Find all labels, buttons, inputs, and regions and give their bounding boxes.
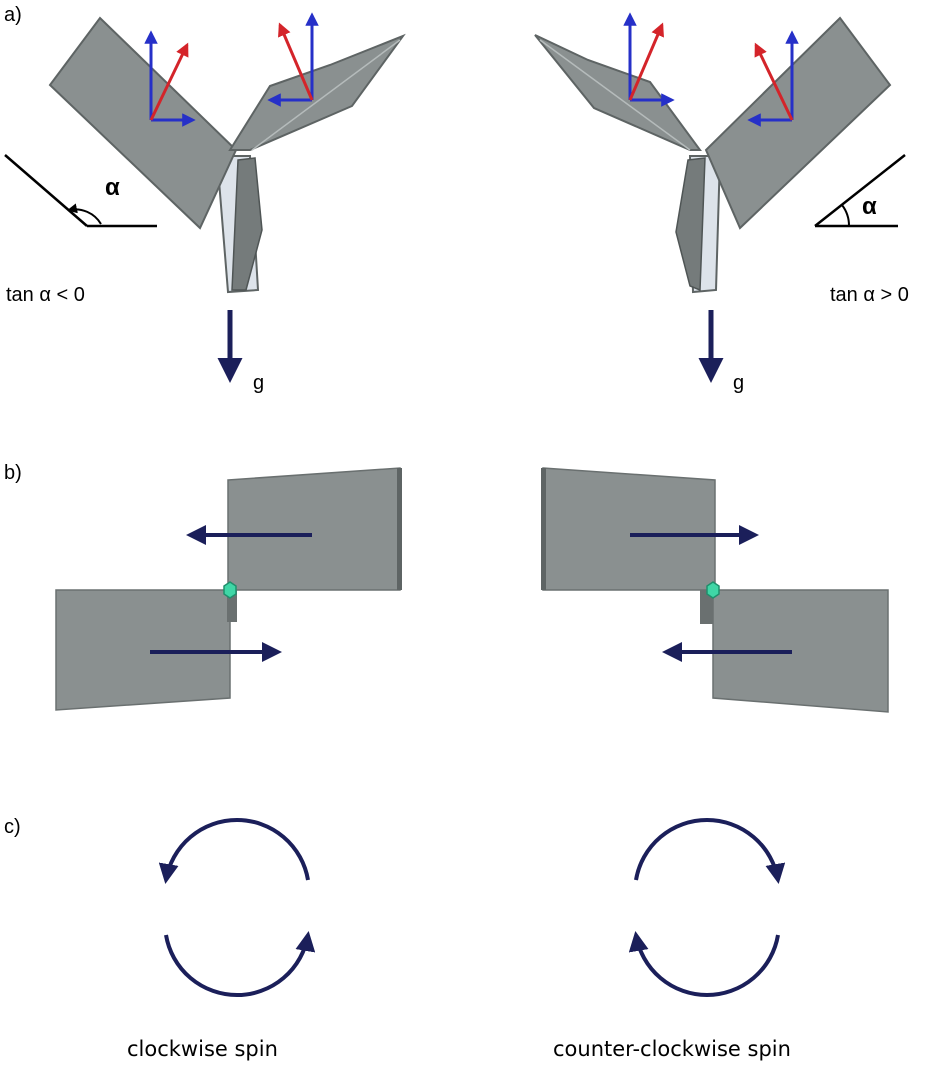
wing-right — [228, 33, 406, 151]
spin-arc-lower — [628, 931, 780, 997]
seed-stem-shadow — [675, 157, 706, 292]
force-vectors-right-wing — [267, 12, 319, 107]
force-vectors-right-wing — [747, 30, 799, 127]
force-vectors-left-wing — [623, 12, 675, 107]
gravity-left: g — [217, 310, 264, 394]
caption-counter-clockwise: counter-clockwise spin — [553, 1037, 791, 1061]
incline-line — [814, 154, 906, 227]
counter-clockwise-spin-arrows — [628, 818, 786, 997]
wing-left — [48, 16, 238, 230]
gravity-label: g — [733, 372, 744, 394]
angle-sketch-left: α — [4, 154, 157, 228]
angle-arc — [67, 203, 102, 225]
top-view-left — [55, 467, 402, 711]
spin-arc-lower — [164, 931, 316, 997]
hub — [700, 590, 713, 624]
top-view-right — [541, 467, 889, 713]
condition-right: tan α > 0 — [830, 284, 909, 306]
panel-a-label: a) — [4, 4, 22, 26]
panel-c-label: c) — [4, 816, 21, 838]
wing-left-fold — [539, 39, 691, 151]
seed-stem-shadow — [231, 157, 263, 291]
spin-arc-upper — [634, 818, 786, 884]
gravity-label: g — [253, 372, 264, 394]
pivot-point — [706, 581, 720, 599]
hub — [227, 590, 237, 622]
seed-left-3d — [48, 16, 406, 294]
vector-red — [628, 22, 664, 101]
clockwise-spin-arrows — [158, 818, 316, 997]
angle-arc — [841, 204, 851, 227]
caption-clockwise: clockwise spin — [127, 1037, 278, 1061]
vector-red — [149, 42, 189, 121]
blade-upper-edge — [397, 468, 402, 590]
wing-right-fold — [251, 39, 401, 151]
panel-b-label: b) — [4, 462, 22, 484]
blade-upper — [542, 467, 716, 591]
blade-lower — [712, 589, 889, 713]
condition-left: tan α < 0 — [6, 284, 85, 306]
seed-right-3d — [534, 16, 892, 294]
gravity-right: g — [698, 310, 744, 394]
spin-arc-upper — [158, 818, 310, 884]
force-vectors-left-wing — [144, 30, 196, 127]
wing-left — [534, 34, 702, 151]
wing-right — [704, 16, 892, 230]
alpha-symbol: α — [105, 174, 120, 201]
vector-red — [754, 42, 794, 121]
vector-red — [278, 22, 314, 101]
blade-upper — [227, 467, 401, 591]
blade-upper-edge — [541, 468, 546, 590]
angle-sketch-right: α — [814, 154, 906, 228]
incline-line — [4, 154, 88, 227]
pivot-point — [223, 581, 237, 599]
alpha-symbol: α — [862, 193, 877, 220]
blade-lower — [55, 589, 231, 711]
